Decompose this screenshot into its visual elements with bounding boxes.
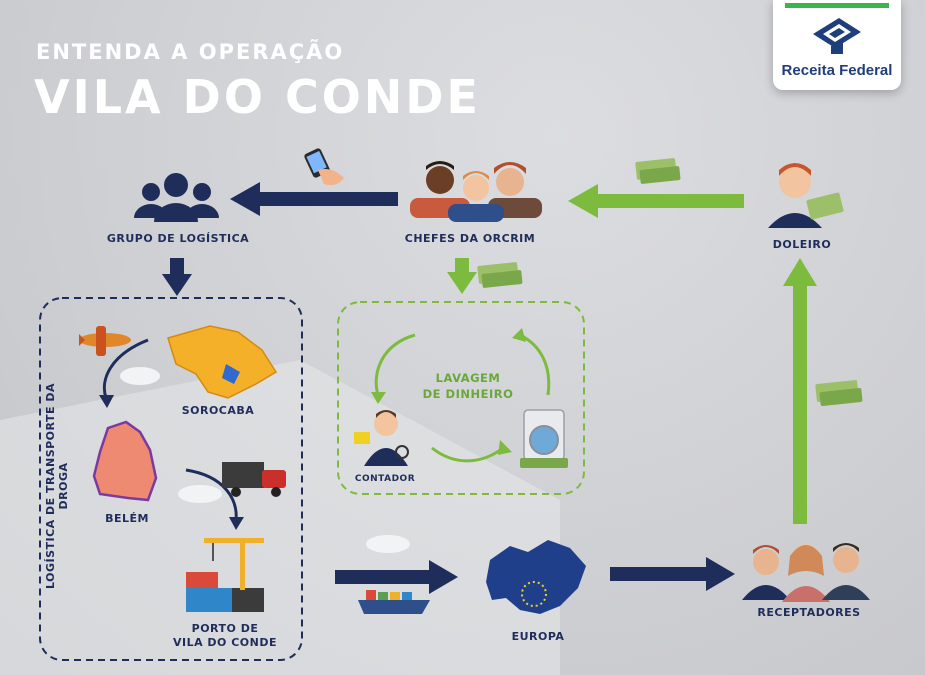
flow-arrow-truck — [185, 468, 238, 521]
label-chefes: CHEFES DA ORCRIM — [404, 232, 536, 245]
cocaine-powder-icon — [178, 485, 222, 503]
arrow-chefes-to-grupo — [230, 182, 398, 216]
arrow-doleiro-to-chefes — [568, 184, 744, 218]
para-map-icon — [92, 420, 158, 502]
sao-paulo-map-icon — [167, 325, 278, 399]
arrow-chefes-down — [447, 258, 477, 294]
logo-accent-bar — [785, 3, 889, 8]
label-sorocaba: SOROCABA — [181, 404, 255, 417]
arrow-grupo-down — [162, 258, 192, 296]
label-europa: EUROPA — [511, 630, 565, 643]
label-belem: BELÉM — [105, 512, 149, 525]
money-icon — [815, 380, 863, 406]
laundering-box — [337, 301, 585, 495]
logo-text: Receita Federal — [781, 62, 893, 79]
accountant-icon — [354, 410, 409, 466]
washing-machine-icon — [520, 409, 568, 468]
curve-arrow-3 — [519, 333, 551, 396]
label-lavagem-2: DE DINHEIRO — [422, 387, 514, 401]
label-porto-1: PORTO DE — [191, 622, 259, 635]
doleiro-icon — [768, 163, 844, 228]
label-contador: CONTADOR — [354, 474, 416, 484]
cocaine-powder-icon — [366, 535, 410, 553]
label-doleiro: DOLEIRO — [772, 238, 832, 251]
cocaine-powder-icon — [120, 367, 160, 385]
receita-emblem-icon — [813, 18, 861, 54]
phone-hand-icon — [304, 148, 344, 186]
background-shape — [0, 360, 560, 675]
label-porto-2: VILA DO CONDE — [172, 636, 278, 649]
flow-arrow-plane — [102, 338, 149, 399]
money-icon — [635, 158, 681, 184]
crane-port-icon — [186, 538, 264, 612]
people-group-icon — [134, 173, 219, 222]
label-receptadores: RECEPTADORES — [757, 606, 861, 619]
arrow-receptadores-to-doleiro — [783, 258, 817, 524]
page-subtitle: ENTENDA A OPERAÇÃO — [36, 40, 345, 64]
arrow-porto-to-europa — [335, 560, 458, 594]
label-lavagem-1: LAVAGEM — [435, 371, 501, 385]
airplane-icon — [79, 326, 131, 356]
curve-arrow-1 — [374, 333, 416, 396]
receivers-icon — [742, 543, 870, 602]
label-logistica-vertical: LOGÍSTICA DE TRANSPORTE DA DROGA — [44, 383, 70, 589]
leaders-icon — [410, 161, 542, 222]
receita-federal-logo: Receita Federal — [773, 0, 901, 90]
ship-icon — [358, 590, 430, 614]
europe-map-icon — [486, 540, 586, 614]
logistics-box — [39, 297, 303, 661]
label-grupo: GRUPO DE LOGÍSTICA — [106, 232, 250, 245]
truck-icon — [222, 462, 286, 497]
money-icon — [477, 262, 523, 288]
page-title: VILA DO CONDE — [34, 70, 481, 124]
arrow-europa-to-receptadores — [610, 557, 735, 591]
